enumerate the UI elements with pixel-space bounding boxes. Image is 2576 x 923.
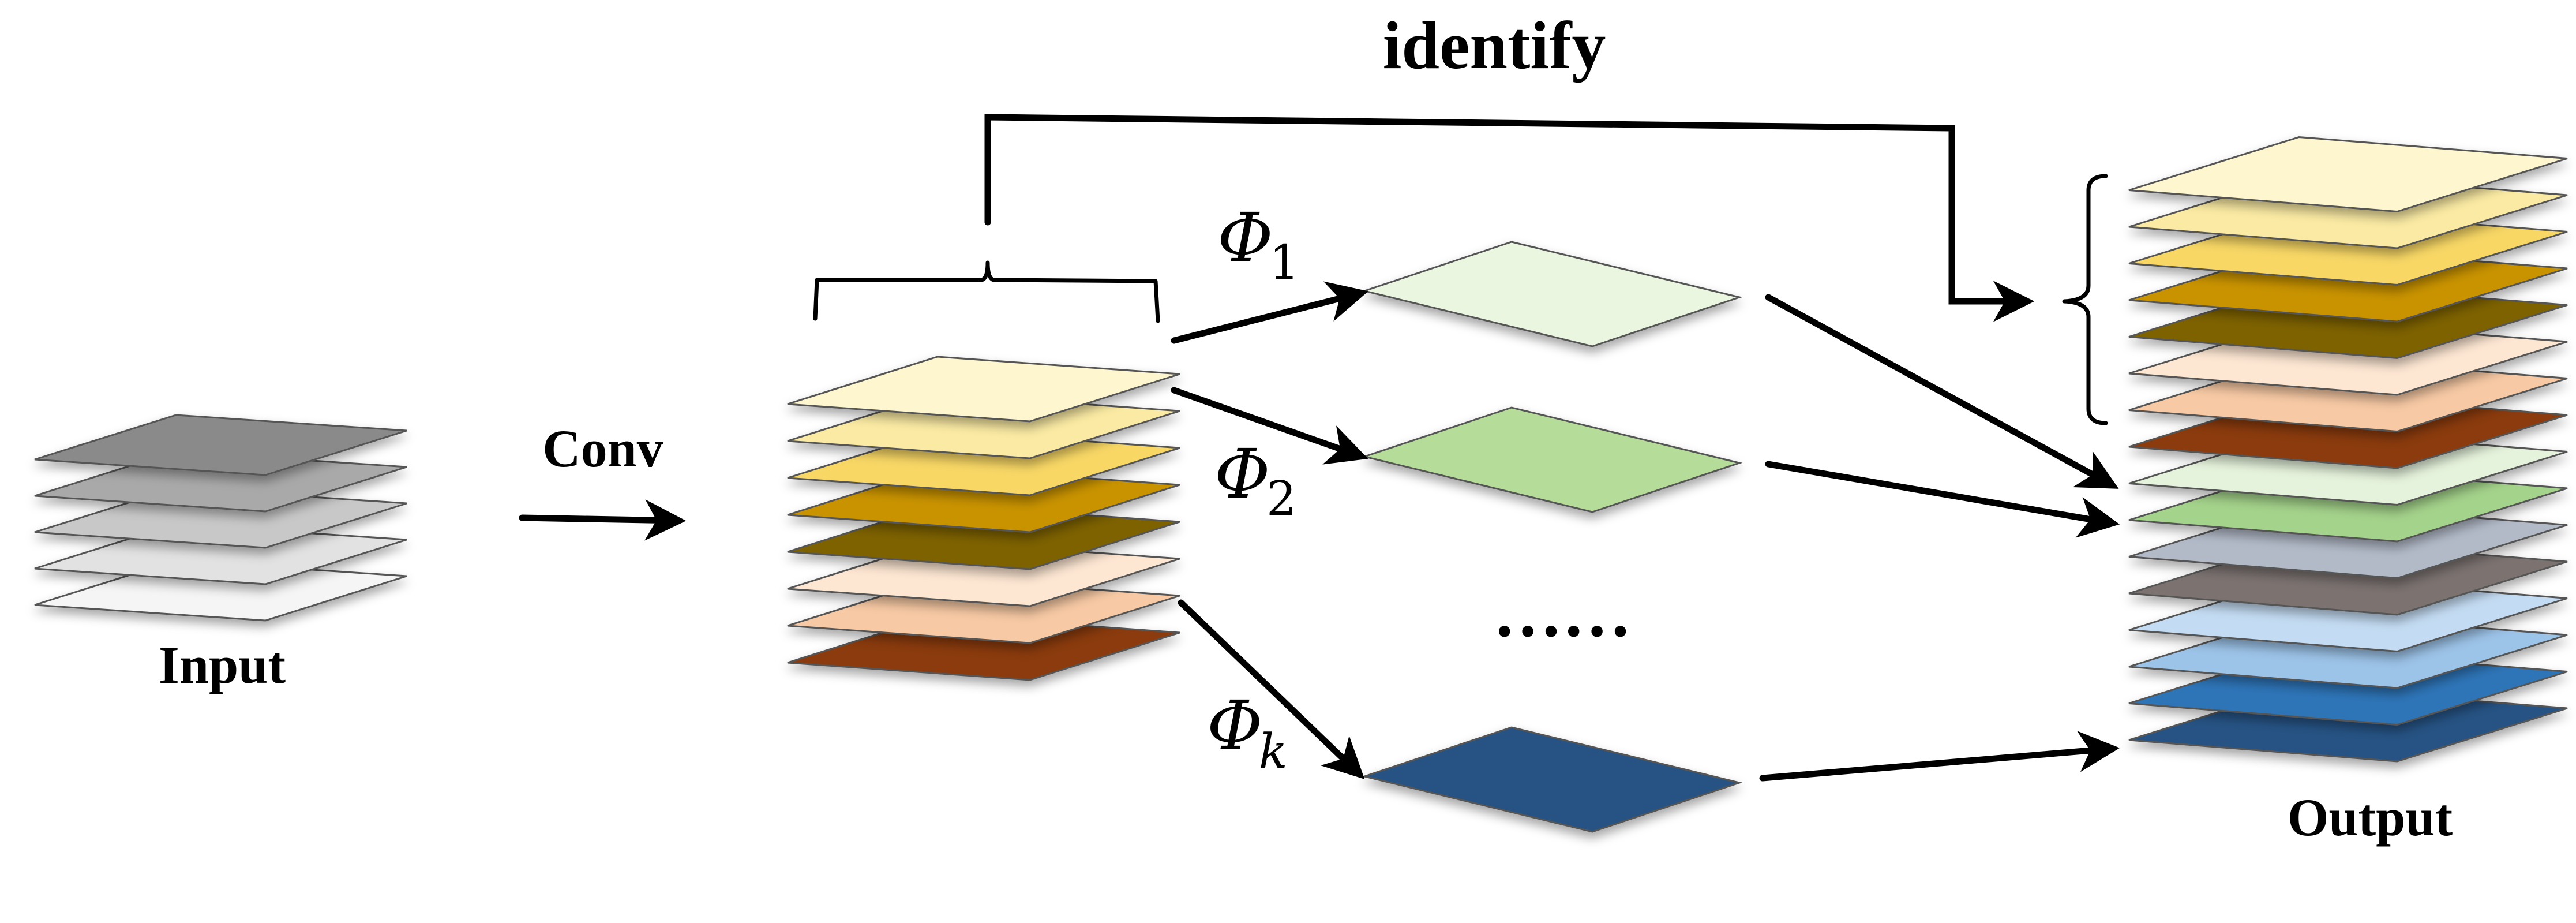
intrinsic-feature-stack [787,356,1180,681]
svg-text:Φ: Φ [1217,198,1273,278]
phi2-output-arrow [1765,461,2120,538]
phi1-arrow [1171,281,1368,344]
output-layer [2128,136,2568,213]
identify-label: identify [1383,8,1606,83]
phi2-arrow [1171,387,1368,465]
svg-text:Φ: Φ [1214,434,1270,514]
conv-group-bracket [813,260,1160,323]
phik-arrow [1178,599,1365,779]
phik-output-arrow [1759,731,2120,782]
svg-text:k: k [1259,724,1288,779]
phi1-label: Φ 1 [1217,198,1299,290]
conv-arrow [519,499,687,541]
phi2-label: Φ 2 [1214,434,1296,526]
phi1-feature-map [1361,241,1743,347]
svg-text:2: 2 [1266,472,1296,526]
input-label: Input [159,636,286,694]
identify-arrow [984,114,2035,322]
phik-label: Φ k [1207,686,1288,779]
phik-feature-map [1361,726,1743,833]
svg-text:1: 1 [1269,236,1299,290]
output-label: Output [2288,788,2453,847]
phi1-output-arrow [1765,294,2119,489]
conv-label: Conv [542,419,663,478]
output-feature-stack [2128,136,2568,763]
input-feature-stack [34,414,407,622]
ellipsis-label: …… [1493,574,1632,651]
svg-text:Φ: Φ [1207,686,1263,765]
conv-layer [787,356,1180,423]
output-group-bracket [2062,174,2108,425]
phi2-feature-map [1361,406,1743,513]
input-layer [34,414,407,476]
